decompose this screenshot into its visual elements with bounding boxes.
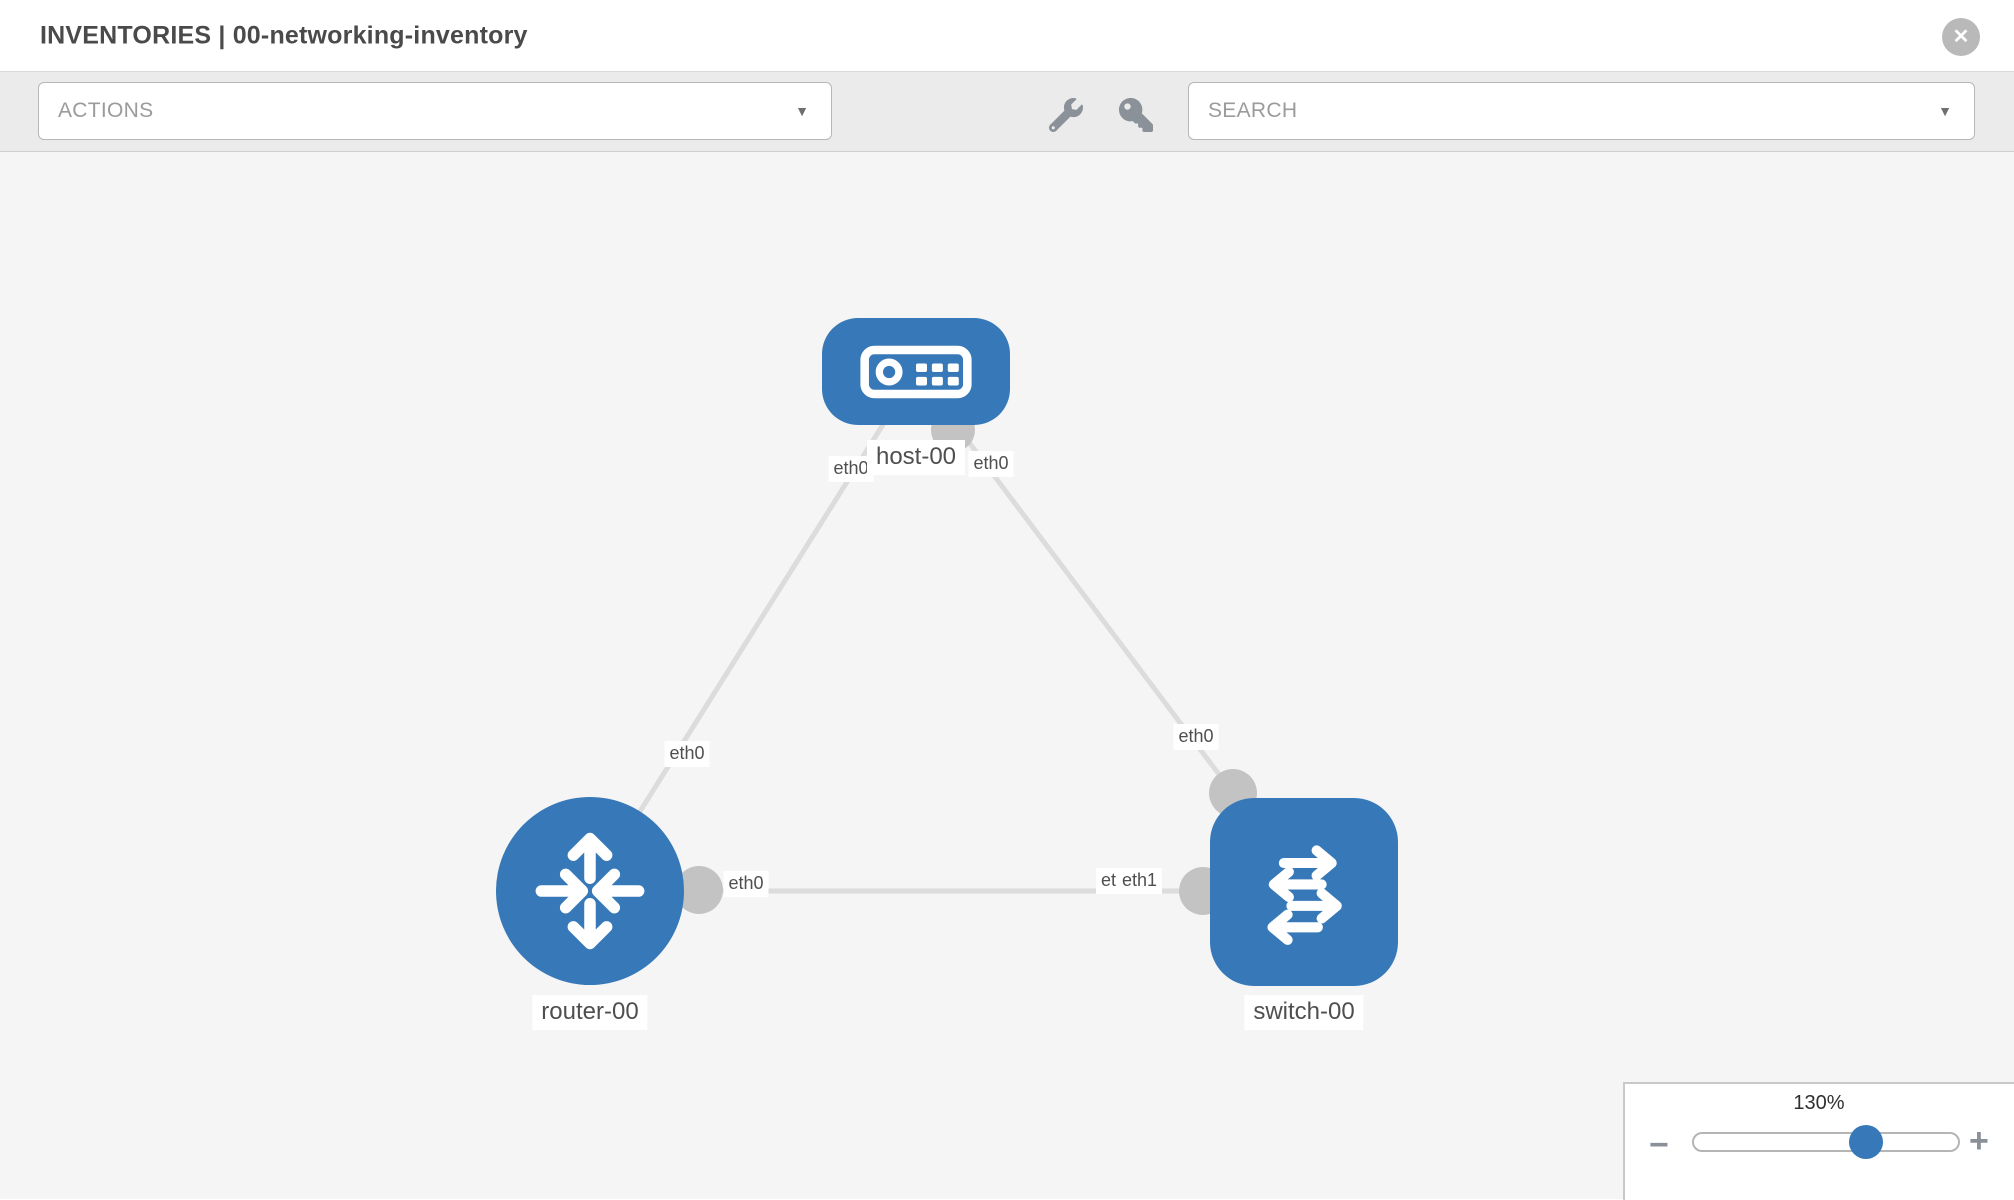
port-label-router-eth0-uplink: eth0 <box>664 741 710 767</box>
topology-canvas[interactable]: host-00 router-00 switch-00 eth0 eth0 et… <box>0 152 2014 1200</box>
zoom-level-readout: 130% <box>1793 1092 1845 1114</box>
port-label-host-eth0-right: eth0 <box>968 451 1014 477</box>
chevron-down-icon: ▼ <box>1938 103 1952 119</box>
port-label-router-eth0: eth0 <box>723 871 769 897</box>
node-label-router[interactable]: router-00 <box>532 995 648 1030</box>
topology-links-layer <box>587 370 1304 915</box>
zoom-slider-thumb[interactable] <box>1849 1125 1883 1159</box>
page-title: INVENTORIES | 00-networking-inventory <box>40 21 528 49</box>
header: INVENTORIES | 00-networking-inventory ✕ <box>0 0 2014 71</box>
host-icon <box>860 345 972 398</box>
node-switch-00[interactable] <box>1210 798 1398 986</box>
port-label-switch-eth0: eth0 <box>1173 724 1219 750</box>
zoom-in-button[interactable]: + <box>1969 1124 1989 1158</box>
minus-icon: − <box>1649 1126 1669 1164</box>
zoom-out-button[interactable]: − <box>1649 1128 1669 1162</box>
configure-button[interactable] <box>1046 96 1086 136</box>
close-button[interactable]: ✕ <box>1942 18 1980 56</box>
port-label-switch-eth1: eth1 <box>1117 868 1163 894</box>
node-host-00[interactable] <box>822 318 1010 425</box>
actions-dropdown[interactable]: ACTIONS ▼ <box>38 82 832 140</box>
close-icon: ✕ <box>1952 26 1970 48</box>
port-label-host-eth0-left: eth0 <box>828 456 874 482</box>
actions-dropdown-label: ACTIONS <box>58 99 154 122</box>
search-dropdown-label: SEARCH <box>1208 99 1298 122</box>
toolbar: ACTIONS ▼ SEARCH ▼ <box>0 71 2014 152</box>
chevron-down-icon: ▼ <box>795 103 809 119</box>
plus-icon: + <box>1969 1122 1989 1160</box>
router-icon <box>535 832 645 950</box>
node-router-00[interactable] <box>496 797 684 985</box>
wrench-icon <box>1048 97 1083 132</box>
zoom-control-panel: 130% − + <box>1623 1082 2014 1200</box>
search-dropdown[interactable]: SEARCH ▼ <box>1188 82 1975 140</box>
credentials-button[interactable] <box>1116 96 1156 136</box>
node-label-host[interactable]: host-00 <box>866 440 966 475</box>
key-icon <box>1119 97 1153 132</box>
switch-icon <box>1267 845 1342 945</box>
node-label-switch[interactable]: switch-00 <box>1244 995 1364 1030</box>
interface-connector-router[interactable] <box>675 866 723 914</box>
zoom-slider-track[interactable] <box>1692 1125 1960 1159</box>
